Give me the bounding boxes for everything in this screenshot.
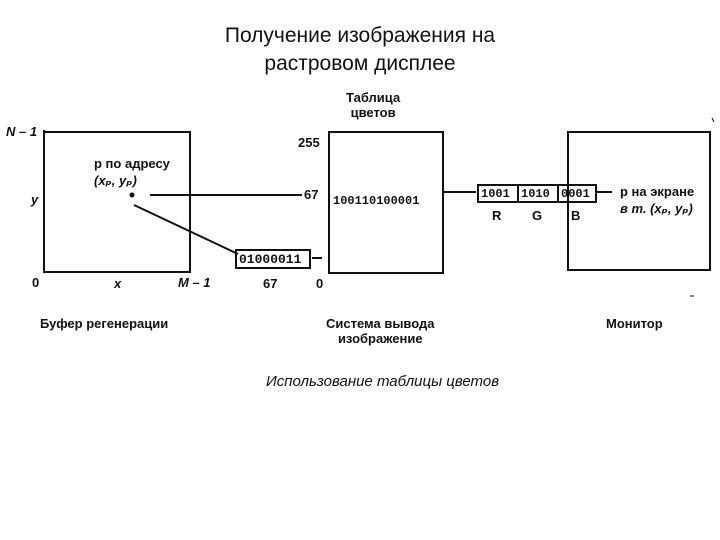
- monitor-point-label-1: p на экране: [620, 184, 695, 199]
- color-table-index-below: 67: [263, 276, 278, 291]
- rgb-g-bits: 1010: [521, 187, 550, 201]
- rgb-b-label: B: [571, 208, 581, 223]
- color-table-box: [328, 131, 444, 274]
- pixel-dot: [129, 192, 135, 198]
- rgb-register-b: [557, 184, 597, 203]
- rgb-r-label: R: [492, 208, 502, 223]
- fb-point-label-2: (xₚ, yₚ): [94, 173, 137, 188]
- color-table-header-1: Таблица: [346, 90, 401, 105]
- color-table-caption-2: изображение: [337, 331, 423, 346]
- color-table-index-bottom: 0: [316, 276, 324, 291]
- scan-mark: [711, 117, 715, 123]
- pixel-value-box: [235, 249, 311, 269]
- slide-title: Получение изображения на растровом диспл…: [120, 22, 600, 78]
- color-table-caption: Система вывода изображение: [326, 316, 435, 346]
- color-table-header-2: цветов: [350, 105, 396, 120]
- monitor-point-label-2: в т. (xₚ, yₚ): [620, 201, 693, 217]
- title-line-1: Получение изображения на: [224, 24, 496, 47]
- fb-caption: Буфер регенерации: [40, 316, 169, 331]
- color-table-index-top: 255: [298, 135, 320, 150]
- frame-buffer-box: [43, 131, 191, 273]
- color-table-entry: 100110100001: [333, 194, 420, 208]
- monitor-caption: Монитор: [606, 316, 663, 331]
- fb-label-y: y: [31, 192, 39, 207]
- fb-label-top: N – 1: [6, 124, 38, 139]
- diagram-subtitle: Использование таблицы цветов: [266, 373, 500, 390]
- pixel-value: 01000011: [239, 252, 302, 267]
- fb-label-origin-y: 0: [32, 275, 40, 290]
- color-table-caption-1: Система вывода: [326, 316, 435, 331]
- pixel-pointer-line: [133, 204, 239, 255]
- fb-point-label-1: p по адресу: [94, 156, 170, 171]
- color-table-header: Таблица цветов: [346, 90, 400, 120]
- fb-label-right: M – 1: [178, 275, 211, 290]
- monitor-box: [567, 131, 711, 271]
- fb-label-x: x: [114, 276, 122, 291]
- rgb-g-label: G: [532, 208, 543, 223]
- rgb-r-bits: 1001: [481, 187, 510, 201]
- color-table-index-value: 67: [304, 187, 319, 202]
- title-line-2: растровом дисплее: [264, 52, 456, 75]
